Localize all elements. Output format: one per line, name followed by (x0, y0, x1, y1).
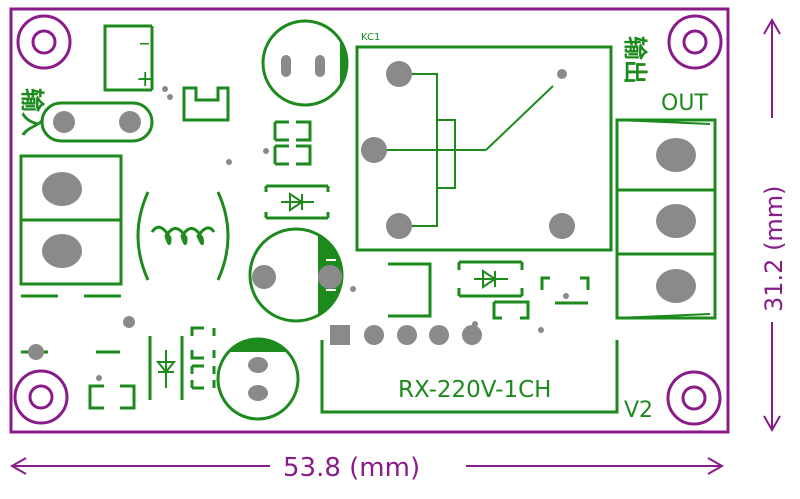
mounting-hole-bottom-left (13, 369, 69, 425)
smd-capacitor-pair (273, 120, 312, 166)
jumper-footprint (182, 86, 230, 122)
output-terminal-block (615, 118, 717, 320)
via (167, 94, 173, 100)
via (96, 375, 102, 381)
capacitor-box-top (103, 24, 154, 92)
capacitor-top (261, 19, 349, 107)
mounting-hole-top-left (16, 14, 72, 70)
relay-reference-label: KC1 (361, 32, 380, 43)
height-dimension-line (763, 17, 781, 433)
input-label: 输入 (18, 88, 46, 136)
width-dimension-line (9, 457, 725, 475)
smd-capacitor-stack (190, 326, 216, 390)
inductor (136, 191, 230, 281)
plus-label: + (136, 67, 154, 92)
version-label: V2 (624, 398, 653, 423)
via (226, 159, 232, 165)
width-dimension-label: 53.8 (mm) (283, 453, 420, 483)
relay-footprint (355, 45, 613, 252)
board-outline (9, 7, 730, 434)
diode-middle (457, 260, 524, 298)
smd-bracket-small (540, 276, 590, 305)
capacitor-middle (248, 227, 344, 323)
smd-bracket-bottom-left (88, 384, 136, 410)
height-dimension-label: 31.2 (mm) (760, 185, 788, 312)
via (123, 316, 135, 328)
output-cn-label: 输出 (621, 36, 649, 84)
header-pins (330, 325, 482, 345)
model-label: RX-220V-1CH (398, 377, 551, 403)
via (538, 327, 544, 333)
output-label: OUT (661, 91, 708, 116)
diode-bottom (148, 336, 184, 400)
via (28, 344, 44, 360)
smd-resistor-mid (492, 300, 530, 320)
input-slot-pad (40, 101, 154, 143)
diode-top (264, 184, 330, 220)
smd-footprint-right (388, 262, 432, 318)
mounting-hole-bottom-right (666, 370, 722, 426)
via (162, 86, 168, 92)
via (263, 148, 269, 154)
input-terminal-block (19, 154, 123, 298)
model-label-box (320, 340, 619, 414)
mounting-hole-top-right (667, 14, 723, 70)
via (350, 286, 356, 292)
capacitor-bottom (216, 337, 300, 421)
minus-label: – (139, 31, 150, 56)
